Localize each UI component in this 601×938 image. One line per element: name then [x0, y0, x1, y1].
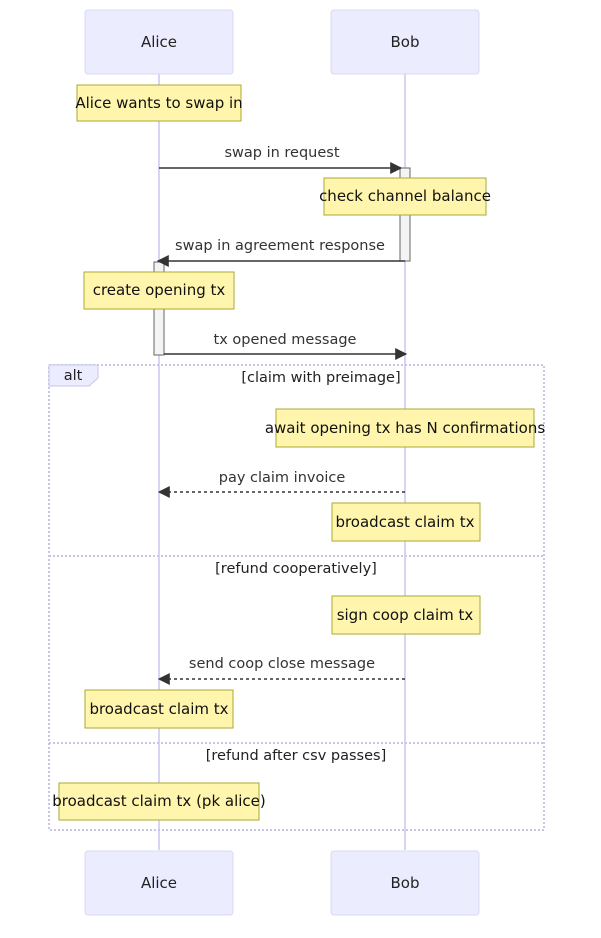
alt-condition-claim: [claim with preimage]: [241, 370, 400, 386]
actor-bob-top-label: Bob: [391, 33, 420, 51]
note-broadcast-claim-alice: [84, 689, 234, 729]
note-check-balance-text: check channel balance: [319, 187, 491, 205]
actor-alice-top-label: Alice: [141, 33, 177, 51]
note-await-confirmations: [275, 408, 535, 448]
actor-bob-bottom-label: Bob: [391, 874, 420, 892]
alt-condition-refund-csv: [refund after csv passes]: [206, 748, 386, 764]
alt-condition-refund-coop: [refund cooperatively]: [215, 561, 377, 577]
msg-pay-claim-label: pay claim invoice: [219, 470, 346, 486]
msg-agreement-response-label: swap in agreement response: [175, 238, 385, 254]
note-broadcast-claim-bob: [331, 502, 481, 542]
note-check-balance: [323, 177, 487, 216]
note-alice-wants-swap-text: Alice wants to swap in: [75, 94, 242, 112]
alt-label-box: [48, 364, 99, 387]
actor-bob-bottom: [330, 850, 480, 916]
actor-alice-top: [84, 9, 234, 75]
note-broadcast-claim-pk: [58, 782, 260, 821]
msg-swap-request-label: swap in request: [224, 145, 339, 161]
note-sign-coop: [331, 595, 481, 635]
note-alice-wants-swap: [76, 84, 242, 122]
note-broadcast-claim-bob-text: broadcast claim tx: [335, 513, 474, 531]
actor-alice-bottom: [84, 850, 234, 916]
actor-bob-top: [330, 9, 480, 75]
note-await-confirmations-text: await opening tx has N confirmations: [265, 419, 545, 437]
note-sign-coop-text: sign coop claim tx: [337, 606, 474, 624]
alt-keyword: alt: [64, 368, 83, 384]
msg-tx-opened-label: tx opened message: [214, 332, 357, 348]
msg-send-coop-label: send coop close message: [189, 656, 375, 672]
actor-alice-bottom-label: Alice: [141, 874, 177, 892]
note-create-opening-text: create opening tx: [93, 281, 226, 299]
note-broadcast-claim-alice-text: broadcast claim tx: [89, 700, 228, 718]
note-create-opening: [83, 271, 235, 310]
note-broadcast-claim-pk-text: broadcast claim tx (pk alice): [52, 792, 266, 810]
